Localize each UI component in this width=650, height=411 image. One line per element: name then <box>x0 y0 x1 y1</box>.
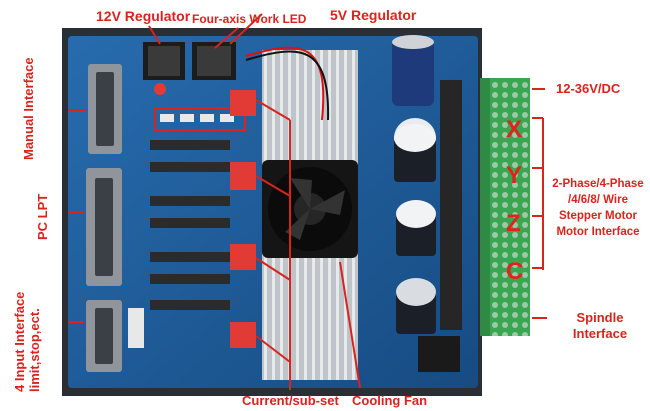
motor-line-2: /4/6/8/ Wire <box>568 194 628 206</box>
input-interface-line-1: 4 Input Interface <box>12 291 27 392</box>
label-voltage-input: 12-36V/DC <box>556 81 621 96</box>
label-input-interface: 4 Input Interface limit,stop,ect. <box>12 292 42 392</box>
axis-led-row <box>154 107 246 131</box>
label-5v-regulator: 5V Regulator <box>330 7 417 23</box>
label-spindle-interface: Spindle Interface <box>560 310 640 342</box>
motor-line-3: Stepper Motor <box>559 210 637 222</box>
db25-lpt-connector <box>86 168 122 286</box>
axis-x-label: X <box>506 116 523 143</box>
regulator-5v-heatsink <box>192 42 236 80</box>
label-current-subset: Current/sub-set <box>242 393 339 408</box>
power-led <box>154 83 166 95</box>
label-four-axis-led: Four-axis Work LED <box>192 12 307 26</box>
spindle-line-1: Spindle <box>576 310 624 325</box>
axis-c-label: C <box>506 258 524 285</box>
motor-line-1: 2-Phase/4-Phase <box>552 178 644 190</box>
input-interface-line-2: limit,stop,ect. <box>27 308 42 392</box>
label-cooling-fan: Cooling Fan <box>352 393 428 408</box>
label-pc-lpt: PC LPT <box>35 193 50 240</box>
label-manual-interface: Manual Interface <box>21 57 36 160</box>
terminal-block <box>488 78 530 336</box>
capacitors <box>392 35 436 334</box>
label-12v-regulator: 12V Regulator <box>96 8 191 24</box>
db9-input-connector <box>86 300 144 372</box>
annotation-lines <box>68 13 547 390</box>
relay <box>418 336 460 372</box>
label-motor-interface: 2-Phase/4-Phase /4/6/8/ Wire Stepper Mot… <box>548 176 648 240</box>
manual-interface-text: Manual Interface <box>21 57 36 160</box>
axis-y-label: Y <box>506 162 523 189</box>
db25-manual-connector <box>88 64 122 154</box>
mosfet-column <box>440 80 462 330</box>
dip-switches <box>230 90 256 348</box>
regulator-12v-heatsink <box>143 42 185 80</box>
axis-z-label: Z <box>506 210 521 237</box>
driver-ics <box>150 140 230 310</box>
motor-line-4: Motor Interface <box>556 226 640 238</box>
cooling-fan <box>262 160 358 258</box>
spindle-line-2: Interface <box>572 326 628 341</box>
